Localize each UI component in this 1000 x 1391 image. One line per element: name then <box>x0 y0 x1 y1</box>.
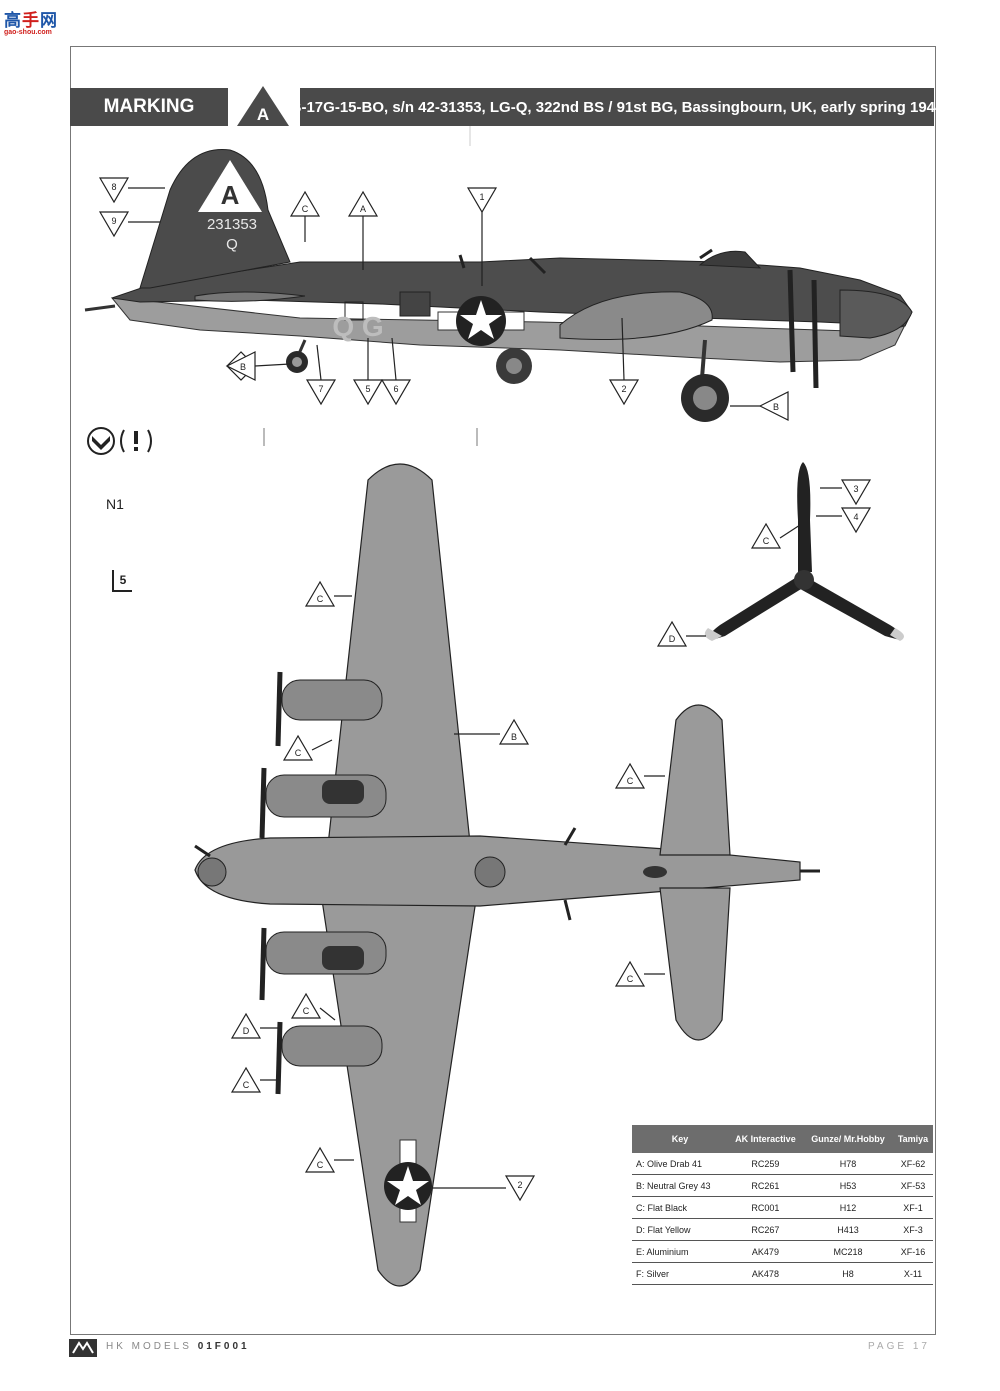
svg-text:C: C <box>763 536 770 546</box>
svg-text:C: C <box>317 1160 324 1170</box>
svg-text:A: A <box>257 105 269 124</box>
svg-text:4: 4 <box>853 512 858 522</box>
svg-text:C: C <box>317 594 324 604</box>
svg-text:A: A <box>360 204 366 214</box>
tail-letter: A <box>221 180 240 210</box>
marking-title: B-17G-15-BO, s/n 42-31353, LG-Q, 322nd B… <box>291 88 943 126</box>
star-insignia-wing <box>384 1139 432 1223</box>
caution-icon <box>120 429 152 453</box>
svg-text:B: B <box>511 732 517 742</box>
page-number: PAGE 17 <box>868 1341 930 1352</box>
instruction-icons <box>87 427 152 455</box>
svg-text:C: C <box>302 204 309 214</box>
svg-text:2: 2 <box>517 1180 522 1190</box>
svg-text:2: 2 <box>621 384 626 394</box>
svg-text:B: B <box>773 402 779 412</box>
top-view-aircraft <box>194 463 820 1287</box>
propeller-callouts: 3 4 C D <box>656 479 872 647</box>
svg-text:D: D <box>669 634 676 644</box>
paint-key-table: Key AK Interactive Gunze/ Mr.Hobby Tamiy… <box>632 1125 933 1285</box>
page-frame <box>70 46 936 1335</box>
side-view-callouts: 8 9 C A 1 B 7 5 6 2 B <box>98 177 789 421</box>
svg-text:7: 7 <box>318 384 323 394</box>
top-view-callouts: C C B C C C D C C 2 <box>230 580 665 1202</box>
decal-apply-icon <box>87 427 115 455</box>
svg-text:5: 5 <box>365 384 370 394</box>
site-watermark-logo: 高手网 gao-shou.com <box>4 11 58 36</box>
svg-text:D: D <box>243 1026 250 1036</box>
svg-text:8: 8 <box>111 182 116 192</box>
svg-text:9: 9 <box>111 216 116 226</box>
hk-models-logo <box>69 1339 97 1357</box>
propeller-detail <box>704 462 904 641</box>
footer-brand: HK MODELS 01F001 <box>106 1341 250 1352</box>
svg-text:6: 6 <box>393 384 398 394</box>
svg-text:C: C <box>627 776 634 786</box>
key-header: Key <box>632 1125 728 1153</box>
tail-serial: 231353 <box>207 216 257 233</box>
svg-text:C: C <box>295 748 302 758</box>
star-insignia-side <box>437 296 525 346</box>
marking-label: MARKING <box>70 88 228 126</box>
fuselage-code: Q G <box>332 311 383 342</box>
svg-text:1: 1 <box>479 192 484 202</box>
tail-code: Q <box>226 236 238 253</box>
svg-text:B: B <box>240 362 246 372</box>
side-view-aircraft: A 231353 Q Q G <box>84 149 913 422</box>
svg-text:3: 3 <box>853 484 858 494</box>
tamiya-header: Tamiya <box>893 1125 933 1153</box>
svg-text:C: C <box>303 1006 310 1016</box>
tail-triangle-marking <box>198 160 262 212</box>
svg-text:C: C <box>243 1080 250 1090</box>
note-n1: N1 <box>106 496 124 512</box>
ak-header: AK Interactive <box>727 1125 803 1153</box>
step-number-badge: 5 <box>112 570 132 592</box>
gunze-header: Gunze/ Mr.Hobby <box>802 1125 894 1153</box>
svg-text:C: C <box>627 974 634 984</box>
marking-letter-badge: A <box>237 86 289 126</box>
